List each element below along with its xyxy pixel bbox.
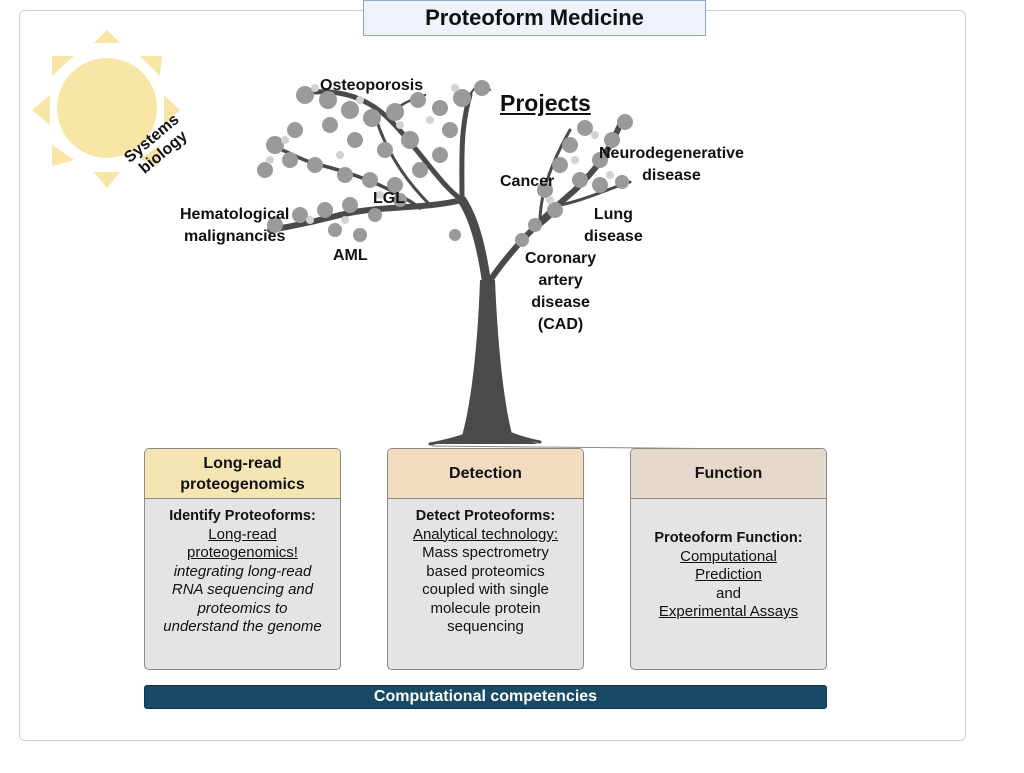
- body-text: based proteomics: [426, 562, 545, 580]
- computational-competencies-bar: Computational competencies: [144, 685, 827, 709]
- underlined-text: Long-read: [208, 525, 277, 543]
- label-hematological-malignancies: Hematological malignancies: [180, 206, 290, 245]
- italic-text: integrating long-read: [173, 562, 312, 580]
- label-cancer: Cancer: [500, 173, 555, 190]
- label-lung-disease: Lung disease: [584, 206, 643, 245]
- box-body: Identify Proteoforms: Long-read proteoge…: [145, 499, 340, 637]
- box-detection: Detection Detect Proteoforms: Analytical…: [387, 448, 584, 670]
- label-osteoporosis: Osteoporosis: [320, 77, 424, 94]
- box-body-title: Proteoform Function:: [654, 530, 803, 546]
- body-text: Mass spectrometry: [422, 544, 549, 561]
- box-body-title: Identify Proteoforms:: [169, 508, 316, 524]
- italic-text: RNA sequencing and: [171, 581, 314, 598]
- projects-heading: Projects: [500, 90, 591, 116]
- page-title: Proteoform Medicine: [363, 0, 706, 36]
- box-body: Proteoform Function: Computational Predi…: [631, 499, 826, 622]
- underlined-text: Prediction: [695, 566, 762, 583]
- label-lgl: LGL: [373, 190, 405, 207]
- body-text: and: [715, 584, 742, 602]
- underlined-text: Experimental Assays: [658, 603, 799, 620]
- body-text: coupled with single: [422, 581, 549, 598]
- box-header: Detection: [388, 449, 583, 499]
- box-long-read-proteogenomics: Long-read proteogenomics Identify Proteo…: [144, 448, 341, 670]
- sun-icon: [32, 30, 180, 188]
- underlined-text: Analytical technology:: [412, 525, 559, 543]
- underlined-text: Computational: [680, 547, 777, 565]
- body-text: sequencing: [447, 618, 524, 635]
- box-function: Function Proteoform Function: Computatio…: [630, 448, 827, 670]
- box-body: Detect Proteoforms: Analytical technolog…: [388, 499, 583, 637]
- body-text: molecule protein: [430, 599, 541, 617]
- italic-text: proteomics to: [197, 599, 288, 617]
- label-neurodegenerative-disease: Neurodegenerative disease: [599, 145, 744, 184]
- label-aml: AML: [333, 247, 368, 264]
- italic-text: understand the genome: [163, 618, 322, 635]
- tree-illustration: [257, 80, 751, 450]
- box-header: Function: [631, 449, 826, 499]
- box-header: Long-read proteogenomics: [145, 449, 340, 499]
- box-body-title: Detect Proteoforms:: [415, 508, 556, 524]
- label-coronary-artery-disease: Coronary artery disease (CAD): [525, 250, 597, 333]
- underlined-text: proteogenomics!: [187, 544, 298, 561]
